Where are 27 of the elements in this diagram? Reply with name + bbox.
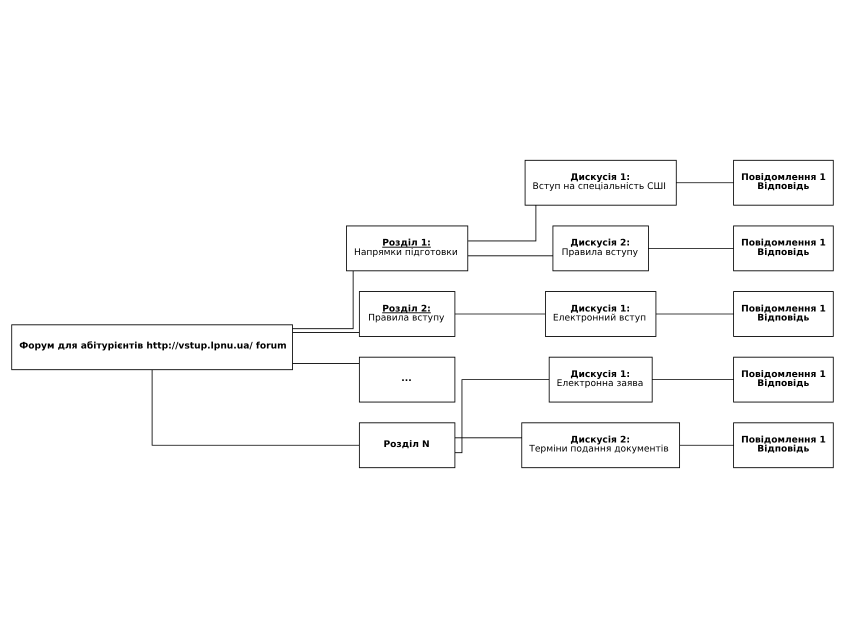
connector	[292, 270, 354, 330]
node-box: Розділ 2: Правила вступу	[358, 291, 456, 337]
connector	[468, 204, 536, 242]
connector	[648, 248, 734, 249]
connector	[467, 255, 554, 256]
node-box: Дискусія 2: Терміни подання документів	[521, 422, 680, 468]
node-box: Розділ N	[358, 422, 456, 468]
node-box: Повідомлення 1 Відповідь	[733, 160, 834, 206]
connector	[292, 363, 360, 364]
node-box: ...	[358, 356, 456, 402]
connector	[652, 379, 734, 380]
node-box: Дискусія 1: Електронний вступ	[545, 291, 656, 337]
node-box: Повідомлення 1 Відповідь	[733, 356, 834, 402]
node-box: Повідомлення 1 Відповідь	[733, 291, 834, 337]
node-box: Дискусія 2: Правила вступу	[552, 226, 649, 272]
connector	[292, 332, 360, 333]
node-box: Повідомлення 1 Відповідь	[733, 226, 834, 272]
connector	[454, 437, 522, 438]
node-box: Дискусія 1: Електронна заява	[548, 356, 653, 402]
node-box: Дискусія 1: Вступ на спеціальність СШІ	[524, 160, 677, 206]
node-box: Розділ 1: Напрямки підготовки	[346, 226, 468, 272]
node-box: Повідомлення 1 Відповідь	[733, 422, 834, 468]
connector	[679, 444, 734, 446]
connector	[676, 182, 734, 184]
connector	[152, 369, 360, 446]
node-box: Форум для абітурієнтів http://vstup.lpnu.ua/ forum	[11, 324, 293, 370]
connector	[454, 379, 550, 454]
